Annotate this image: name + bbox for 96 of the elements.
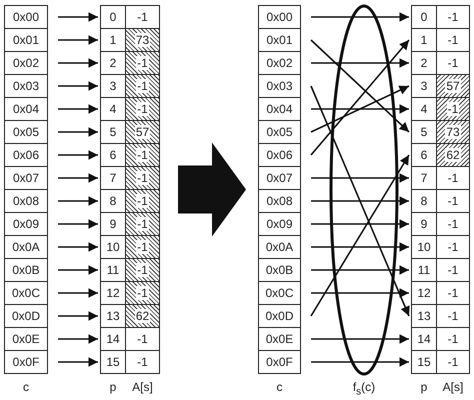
- address-cell: 0x03: [258, 74, 301, 98]
- column-heading: p: [420, 380, 428, 394]
- address-cell: 0x00: [4, 5, 48, 29]
- column-heading: f$_{s}$(c): [352, 380, 376, 398]
- address-cell: 0x09: [4, 212, 48, 236]
- address-cell: 0x0F: [258, 350, 301, 374]
- address-cell: 0x03: [4, 74, 48, 98]
- arrow: [311, 265, 409, 275]
- address-cell: 0x08: [4, 189, 48, 213]
- index-cell: 0: [100, 5, 126, 29]
- arrow: [58, 127, 98, 137]
- address-cell: 0x0C: [4, 281, 48, 305]
- value-cell: -1: [125, 97, 160, 121]
- value-cell: 73: [436, 120, 470, 144]
- arrow: [311, 58, 409, 68]
- address-cell: 0x05: [258, 120, 301, 144]
- arrow: [310, 39, 410, 133]
- value-cell: -1: [125, 5, 160, 29]
- column-heading: p: [108, 380, 118, 394]
- value-cell: -1: [125, 212, 160, 236]
- value-cell: 57: [125, 120, 160, 144]
- arrow: [311, 334, 409, 344]
- address-cell: 0x0D: [258, 304, 301, 328]
- address-cell: 0x07: [258, 166, 301, 190]
- arrow: [310, 39, 410, 156]
- arrow: [58, 104, 98, 114]
- address-cell: 0x00: [258, 5, 301, 29]
- value-cell: 62: [125, 304, 160, 328]
- arrow: [58, 196, 98, 206]
- address-cell: 0x04: [4, 97, 48, 121]
- address-cell: 0x0D: [4, 304, 48, 328]
- address-cell: 0x0F: [4, 350, 48, 374]
- value-cell: -1: [125, 189, 160, 213]
- address-cell: 0x06: [258, 143, 301, 167]
- arrow: [58, 288, 98, 298]
- arrow: [58, 58, 98, 68]
- value-cell: -1: [125, 258, 160, 282]
- arrow: [58, 219, 98, 229]
- value-cell: -1: [125, 350, 160, 374]
- column-heading: c: [22, 380, 30, 394]
- value-cell: -1: [125, 51, 160, 75]
- address-cell: 0x05: [4, 120, 48, 144]
- address-cell: 0x06: [4, 143, 48, 167]
- arrow: [58, 81, 98, 91]
- arrow: [311, 242, 409, 252]
- column-heading: c: [276, 380, 284, 394]
- value-cell: -1: [125, 166, 160, 190]
- arrow: [58, 150, 98, 160]
- index-cell: 15: [100, 350, 126, 374]
- value-cell: 57: [436, 74, 470, 98]
- arrow: [311, 219, 409, 229]
- arrow: [311, 288, 409, 298]
- address-cell: 0x09: [258, 212, 301, 236]
- address-cell: 0x0B: [4, 258, 48, 282]
- value-cell: -1: [436, 350, 470, 374]
- address-cell: 0x07: [4, 166, 48, 190]
- value-cell: -1: [125, 281, 160, 305]
- arrow: [58, 357, 98, 367]
- index-cell: 0: [411, 5, 437, 29]
- arrow: [311, 12, 409, 22]
- arrow: [311, 357, 409, 367]
- arrow: [58, 35, 98, 45]
- value-cell: -1: [125, 74, 160, 98]
- address-cell: 0x02: [258, 51, 301, 75]
- index-cell: 15: [411, 350, 437, 374]
- address-cell: 0x0E: [258, 327, 301, 351]
- block-arrow: [178, 142, 246, 236]
- address-cell: 0x08: [258, 189, 301, 213]
- value-cell: 62: [436, 143, 470, 167]
- address-cell: 0x0C: [258, 281, 301, 305]
- arrow: [58, 265, 98, 275]
- arrow: [311, 196, 409, 206]
- address-cell: 0x01: [258, 28, 301, 52]
- value-cell: -1: [436, 97, 470, 121]
- address-cell: 0x01: [4, 28, 48, 52]
- value-cell: -1: [436, 5, 470, 29]
- value-cell: -1: [125, 235, 160, 259]
- column-heading: A[s]: [131, 380, 154, 394]
- arrow: [310, 85, 410, 133]
- column-heading: A[s]: [442, 380, 464, 394]
- arrow: [58, 12, 98, 22]
- address-cell: 0x0E: [4, 327, 48, 351]
- address-cell: 0x0A: [258, 235, 301, 259]
- value-cell: -1: [125, 143, 160, 167]
- address-cell: 0x0A: [4, 235, 48, 259]
- arrow: [310, 154, 410, 316]
- arrow: [58, 242, 98, 252]
- arrow: [311, 104, 409, 114]
- arrow: [58, 311, 98, 321]
- arrow: [58, 334, 98, 344]
- arrow: [311, 173, 409, 183]
- arrow: [58, 173, 98, 183]
- value-cell: 73: [125, 28, 160, 52]
- address-cell: 0x04: [258, 97, 301, 121]
- address-cell: 0x02: [4, 51, 48, 75]
- address-cell: 0x0B: [258, 258, 301, 282]
